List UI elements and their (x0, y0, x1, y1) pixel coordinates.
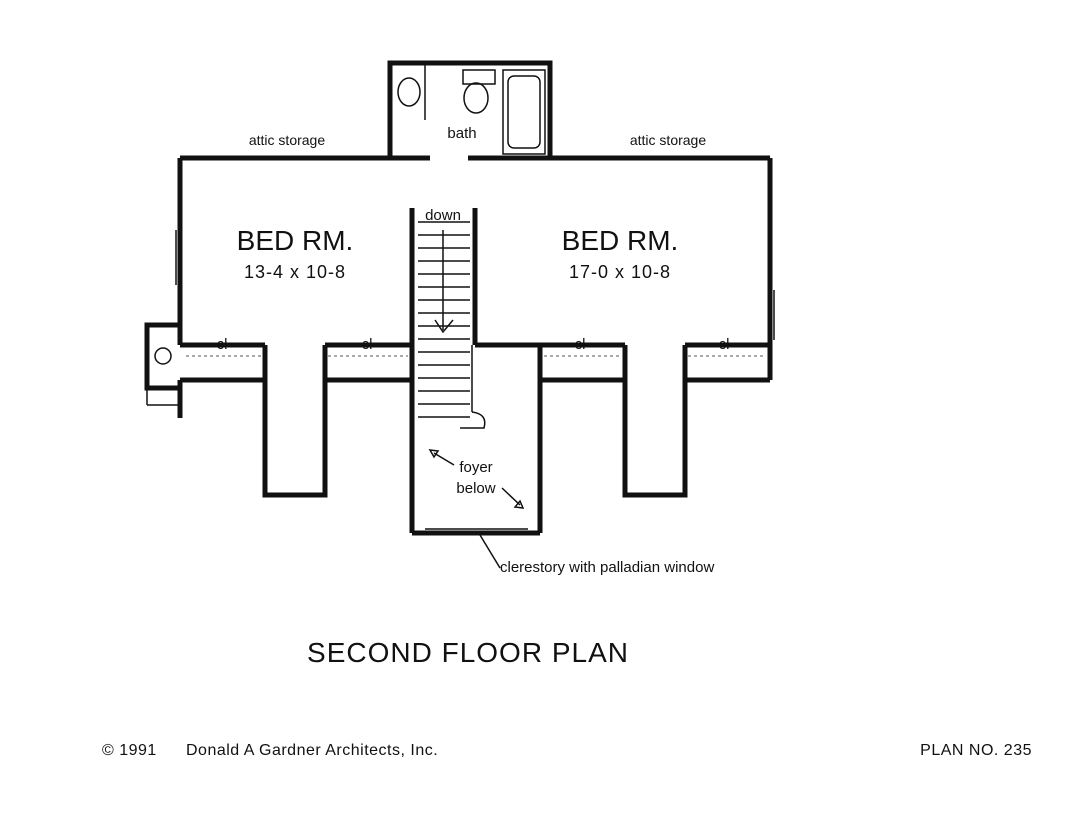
bed-right-size: 17-0 x 10-8 (569, 262, 671, 282)
chimney (144, 322, 183, 418)
architect-name: Donald A Gardner Architects, Inc. (186, 742, 438, 759)
rail-end-curve (460, 411, 486, 429)
stair-down-label: down (425, 207, 461, 224)
foyer-label: foyer (459, 459, 492, 476)
attic-storage-right-label: attic storage (630, 132, 706, 148)
flue-icon (154, 347, 172, 365)
arrow-upleft-line (433, 452, 455, 466)
bathtub-icon (502, 69, 546, 155)
bed-left-name: BED RM. (237, 225, 354, 256)
closet-label-2: cl (362, 336, 373, 353)
arrow-downright-line (501, 487, 521, 506)
arrow-upleft-head-icon (428, 449, 440, 459)
sink-icon (397, 77, 421, 107)
closet-label-4: cl (719, 336, 730, 353)
foyer-right-walls (475, 342, 543, 533)
closet-label-1: cl (217, 336, 228, 353)
copyright-text: © 1991 (102, 742, 157, 759)
toilet-tank-icon (462, 69, 496, 85)
bed-right-name: BED RM. (562, 225, 679, 256)
toilet-icon (463, 82, 489, 114)
bath-label: bath (447, 125, 476, 142)
plan-number: PLAN NO. 235 (920, 742, 1032, 759)
bathtub-basin-icon (507, 75, 541, 149)
chimney-walls (144, 322, 180, 391)
arrow-downright-head-icon (513, 499, 525, 509)
left-dormer-walls (262, 345, 328, 498)
clerestory-leader (479, 534, 501, 569)
closet-label-3: cl (575, 336, 586, 353)
right-bedroom: BED RM. 17-0 x 10-8 cl cl (540, 158, 775, 498)
attic-storage-left-label: attic storage (249, 132, 325, 148)
bed-left-size: 13-4 x 10-8 (244, 262, 346, 282)
down-arrow-icon (434, 319, 454, 334)
stair: down (409, 207, 486, 533)
clerestory-label: clerestory with palladian window (500, 559, 714, 576)
plan-title: SECOND FLOOR PLAN (307, 637, 629, 668)
bath-block: bath (387, 60, 553, 161)
below-label: below (456, 480, 495, 497)
right-dormer-walls (622, 345, 688, 498)
left-bedroom: BED RM. 13-4 x 10-8 cl cl (175, 158, 410, 498)
